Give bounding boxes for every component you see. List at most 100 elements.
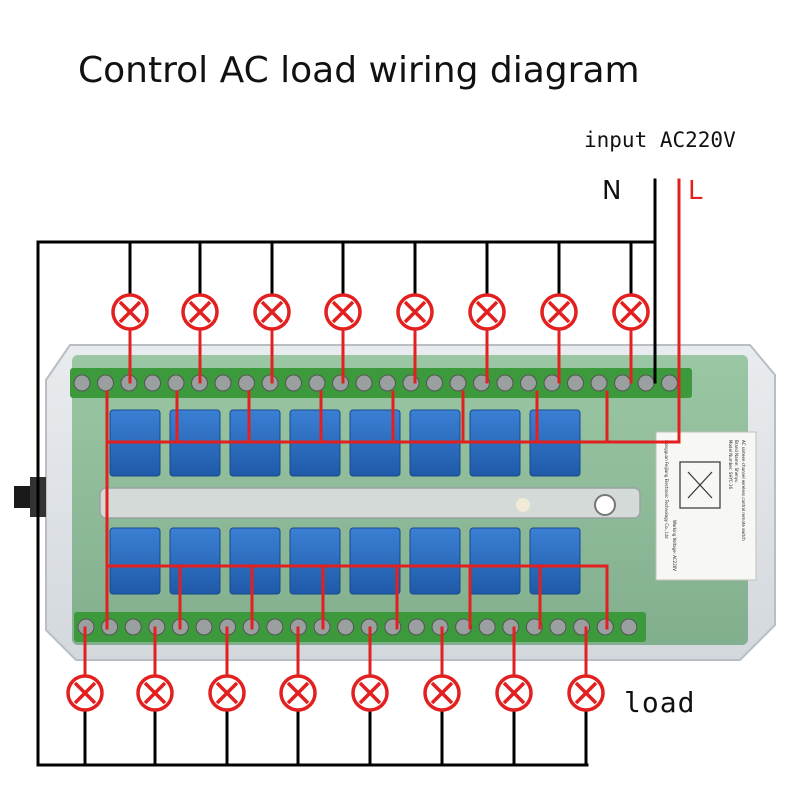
terminal-screw bbox=[97, 374, 114, 392]
relay-bottom-3 bbox=[229, 527, 281, 595]
diagram-title: Control AC load wiring diagram bbox=[78, 50, 640, 91]
terminal-screw bbox=[496, 374, 514, 392]
lamp-cross bbox=[475, 300, 499, 324]
sticker-text-3: Model Number: SHYC-16 bbox=[728, 440, 733, 489]
lamp-cross bbox=[430, 681, 454, 705]
terminal-screw bbox=[332, 374, 349, 392]
terminal-screw bbox=[637, 374, 655, 392]
relay-bottom-5 bbox=[349, 527, 401, 595]
divider-rail bbox=[99, 487, 641, 519]
lamp-cross bbox=[574, 681, 598, 705]
terminal-screw bbox=[101, 618, 119, 636]
terminal-screw bbox=[402, 374, 420, 392]
relay-bottom-1 bbox=[109, 527, 161, 595]
lamp-cross bbox=[502, 681, 526, 705]
relay-module: AC sixteen-channel wireless control remo… bbox=[14, 344, 776, 661]
lamp-cross bbox=[73, 681, 97, 705]
relay-bottom-7 bbox=[469, 527, 521, 595]
terminal-screw bbox=[520, 374, 537, 392]
sticker-text-4: Working Voltage: AC220V bbox=[672, 520, 677, 571]
relay-bottom-2 bbox=[169, 527, 221, 595]
lamp-cross bbox=[260, 300, 284, 324]
terminal-screw bbox=[144, 374, 161, 392]
terminal-screw bbox=[407, 618, 425, 636]
terminal-screw bbox=[661, 374, 678, 392]
lamp-top-6 bbox=[468, 293, 506, 331]
terminal-screw bbox=[567, 374, 584, 392]
terminal-screw bbox=[195, 618, 213, 636]
load-label: load bbox=[624, 686, 696, 719]
lamp-cross bbox=[619, 300, 643, 324]
lamp-top-8 bbox=[612, 293, 650, 331]
terminal-screw bbox=[455, 618, 473, 636]
sticker-text-1: AC sixteen-channel wireless control remo… bbox=[741, 440, 746, 541]
terminal-screw bbox=[261, 374, 279, 392]
terminal-screw bbox=[478, 618, 496, 636]
bottom-terminal-strip bbox=[74, 612, 646, 642]
relay-bottom-4 bbox=[289, 527, 341, 595]
input-voltage-label: input AC220V bbox=[584, 128, 736, 152]
lamp-bottom-6 bbox=[423, 674, 461, 712]
terminal-screw bbox=[285, 374, 302, 392]
lamp-bottom-1 bbox=[66, 674, 104, 712]
terminal-screw bbox=[502, 618, 520, 636]
terminal-screw bbox=[620, 618, 638, 636]
module-sticker: AC sixteen-channel wireless control remo… bbox=[655, 431, 757, 581]
lamp-top-2 bbox=[181, 293, 219, 331]
lamp-top-1 bbox=[111, 293, 149, 331]
terminal-screw bbox=[238, 374, 255, 392]
lamp-cross bbox=[403, 300, 427, 324]
terminal-screw bbox=[596, 618, 614, 636]
lamp-bottom-7 bbox=[495, 674, 533, 712]
lamp-top-5 bbox=[396, 293, 434, 331]
lamp-cross bbox=[143, 681, 167, 705]
relay-schematic-icon bbox=[679, 461, 721, 509]
antenna-connector bbox=[14, 477, 46, 517]
terminal-screw bbox=[337, 618, 355, 636]
terminal-screw bbox=[214, 374, 232, 392]
terminal-screw bbox=[167, 374, 185, 392]
terminal-screw bbox=[426, 374, 443, 392]
terminal-screw bbox=[449, 374, 467, 392]
status-led bbox=[516, 498, 530, 512]
relay-bottom-6 bbox=[409, 527, 461, 595]
lamp-bottom-5 bbox=[351, 674, 389, 712]
terminal-screw bbox=[308, 374, 326, 392]
lamp-cross bbox=[331, 300, 355, 324]
terminal-screw bbox=[549, 618, 567, 636]
terminal-screw bbox=[355, 374, 373, 392]
lamp-row-bottom bbox=[66, 674, 605, 712]
terminal-screw bbox=[431, 618, 449, 636]
sticker-text-2: Brand Name: Shenyu bbox=[734, 440, 739, 483]
terminal-screw bbox=[614, 374, 631, 392]
wiring bbox=[36, 178, 681, 767]
terminal-screw bbox=[73, 374, 91, 392]
lamp-top-4 bbox=[324, 293, 362, 331]
mount-hole bbox=[594, 494, 616, 516]
relay-bottom-8 bbox=[529, 527, 581, 595]
lamp-row-top bbox=[111, 293, 650, 331]
terminal-screw bbox=[525, 618, 543, 636]
sticker-text-5: Dongguan Feijiang Electronic Technology … bbox=[664, 440, 669, 539]
lamp-cross bbox=[118, 300, 142, 324]
lamp-cross bbox=[215, 681, 239, 705]
lamp-bottom-8 bbox=[567, 674, 605, 712]
lamp-cross bbox=[286, 681, 310, 705]
terminal-screw bbox=[590, 374, 608, 392]
terminal-screw bbox=[266, 618, 284, 636]
terminal-screw bbox=[379, 374, 396, 392]
terminal-screw bbox=[124, 618, 142, 636]
terminal-screw bbox=[148, 618, 166, 636]
lamp-bottom-3 bbox=[208, 674, 246, 712]
lamp-bottom-4 bbox=[279, 674, 317, 712]
relay-row-bottom bbox=[109, 527, 581, 595]
live-label: L bbox=[688, 176, 703, 206]
lamp-cross bbox=[547, 300, 571, 324]
lamp-bottom-2 bbox=[136, 674, 174, 712]
neutral-label: N bbox=[602, 176, 622, 206]
lamp-top-3 bbox=[253, 293, 291, 331]
lamp-top-7 bbox=[540, 293, 578, 331]
lamp-cross bbox=[188, 300, 212, 324]
